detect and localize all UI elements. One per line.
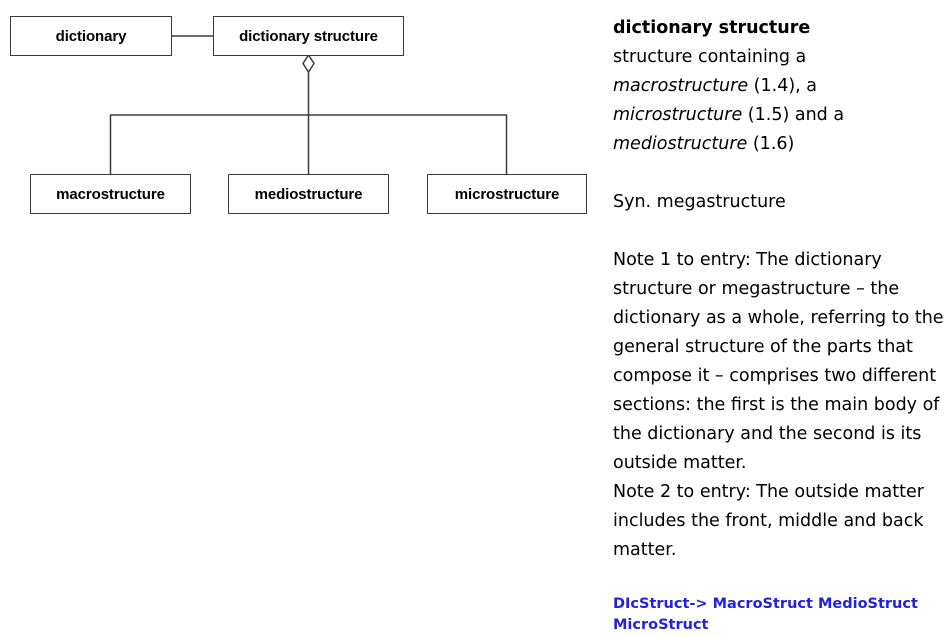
entry-note-2: Note 2 to entry: The outside matter incl…	[613, 482, 924, 560]
uml-box-microstructure-label: microstructure	[454, 185, 560, 203]
uml-connector-layer	[109, 35, 508, 174]
uml-box-dictionary-label: dictionary	[55, 27, 127, 45]
spacer-before-code-reference	[613, 565, 946, 594]
uml-diagram-pane: dictionary dictionary structure macrostr…	[10, 16, 587, 214]
entry-synonym: Syn. megastructure	[613, 192, 786, 212]
spacer-after-synonym	[613, 217, 946, 246]
entry-code-reference[interactable]: DIcStruct-> MacroStruct MedioStruct Micr…	[613, 596, 918, 633]
entry-note-1: Note 1 to entry: The dictionary structur…	[613, 250, 944, 473]
uml-box-dictionary-structure[interactable]: dictionary structure	[213, 16, 404, 56]
uml-box-microstructure[interactable]: microstructure	[427, 174, 587, 214]
definition-ref-mediostructure-number: (1.6)	[747, 134, 795, 154]
spacer-after-definition	[613, 159, 946, 188]
definition-ref-microstructure-number: (1.5) and a	[742, 105, 845, 125]
uml-box-mediostructure-label: mediostructure	[254, 185, 363, 203]
aggregation-diamond-icon	[302, 53, 315, 74]
uml-box-mediostructure[interactable]: mediostructure	[228, 174, 389, 214]
definition-ref-mediostructure[interactable]: mediostructure	[613, 134, 748, 154]
uml-box-macrostructure-label: macrostructure	[56, 185, 165, 203]
definition-lead: structure containing a	[613, 47, 807, 67]
uml-box-dictionary[interactable]: dictionary	[10, 16, 172, 56]
entry-definition: structure containing a macrostructure (1…	[613, 43, 946, 159]
entry-term-heading: dictionary structure	[613, 18, 811, 38]
definition-ref-microstructure[interactable]: microstructure	[613, 105, 743, 125]
definition-ref-macrostructure[interactable]: macrostructure	[613, 76, 749, 96]
uml-box-macrostructure[interactable]: macrostructure	[30, 174, 191, 214]
entry-text-pane: dictionary structure structure containin…	[613, 14, 946, 636]
uml-box-dictionary-structure-label: dictionary structure	[239, 27, 378, 45]
definition-ref-macrostructure-number: (1.4), a	[748, 76, 818, 96]
